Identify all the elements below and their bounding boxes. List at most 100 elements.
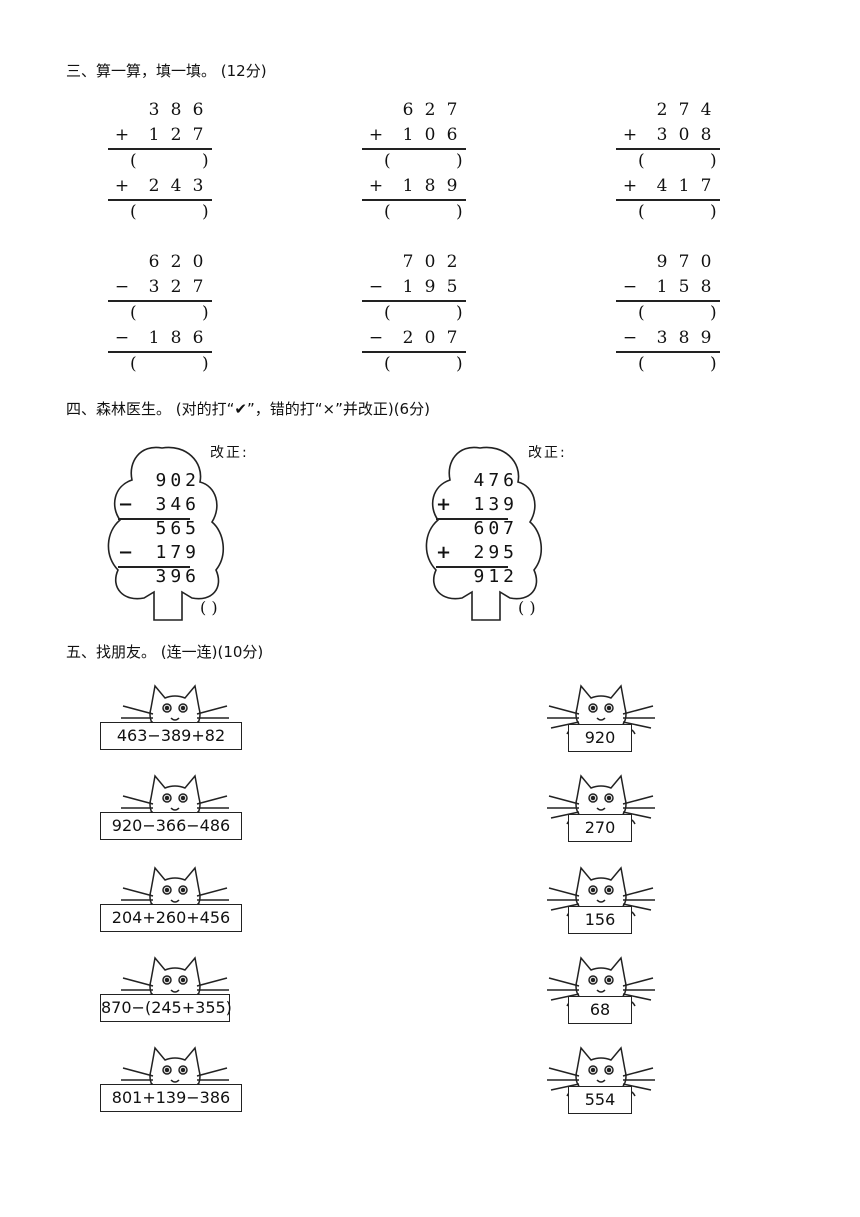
answer-box: 270 xyxy=(568,814,632,842)
operator: − xyxy=(114,277,130,297)
answer-blank-close: ) xyxy=(710,303,717,323)
left-cat-card[interactable]: 801+139−386 xyxy=(100,1042,250,1114)
digit: 4 xyxy=(700,100,712,120)
left-cat-card[interactable]: 920−366−486 xyxy=(100,770,250,842)
digit: 7 xyxy=(192,277,204,297)
digit: 1 xyxy=(148,125,160,145)
digit: 9 xyxy=(700,328,712,348)
tree-number: 346 xyxy=(155,494,200,515)
right-cat-card[interactable]: 920 xyxy=(546,680,656,752)
cat-icon xyxy=(547,1046,655,1097)
sum-line xyxy=(616,300,720,302)
answer-blank-open: ( xyxy=(638,354,645,374)
digit: 6 xyxy=(402,100,414,120)
digit: 8 xyxy=(170,100,182,120)
tree-number: 565 xyxy=(155,518,200,539)
answer-blank-open: ( xyxy=(130,354,137,374)
judge-blank[interactable]: ( ) xyxy=(518,598,536,617)
digit: 2 xyxy=(170,125,182,145)
answer-blank-open: ( xyxy=(638,303,645,323)
section5-title: 五、找朋友。 (连一连)(10分) xyxy=(66,643,264,661)
expression-box: 801+139−386 xyxy=(100,1084,242,1112)
tree-operator: − xyxy=(118,494,134,515)
expression-box: 870−(245+355) xyxy=(100,994,232,1022)
operator: + xyxy=(114,125,130,145)
answer-blank-open: ( xyxy=(384,151,391,171)
answer-blank-open: ( xyxy=(638,202,645,222)
answer-blank-close: ) xyxy=(456,202,463,222)
cat-icon xyxy=(547,956,655,1007)
digit: 5 xyxy=(446,277,458,297)
digit: 1 xyxy=(678,176,690,196)
cat-icon xyxy=(547,774,655,825)
left-cat-card[interactable]: 870−(245+355) xyxy=(100,952,250,1024)
operator: − xyxy=(368,277,384,297)
right-cat-card[interactable]: 554 xyxy=(546,1042,656,1114)
answer-blank-close: ) xyxy=(710,202,717,222)
digit: 7 xyxy=(446,328,458,348)
answer-box: 156 xyxy=(568,906,632,934)
tree-number: 476 xyxy=(473,470,518,491)
digit: 9 xyxy=(656,252,668,272)
digit: 9 xyxy=(424,277,436,297)
operator: + xyxy=(368,125,384,145)
digit: 6 xyxy=(446,125,458,145)
sum-line xyxy=(108,199,212,201)
right-cat-card[interactable]: 270 xyxy=(546,770,656,842)
answer-blank-close: ) xyxy=(202,202,209,222)
sum-line xyxy=(108,300,212,302)
answer-blank-close: ) xyxy=(202,354,209,374)
sum-line xyxy=(362,351,466,353)
right-cat-card[interactable]: 68 xyxy=(546,952,656,1024)
right-cat-card[interactable]: 156 xyxy=(546,862,656,934)
digit: 6 xyxy=(148,252,160,272)
left-cat-card[interactable]: 463−389+82 xyxy=(100,680,250,752)
expression-box: 204+260+456 xyxy=(100,904,242,932)
judge-blank[interactable]: ( ) xyxy=(200,598,218,617)
digit: 5 xyxy=(678,277,690,297)
left-cat-card[interactable]: 204+260+456 xyxy=(100,862,250,934)
digit: 2 xyxy=(446,252,458,272)
digit: 6 xyxy=(192,100,204,120)
answer-blank-open: ( xyxy=(384,354,391,374)
tree-number: 179 xyxy=(155,542,200,563)
digit: 3 xyxy=(148,100,160,120)
operator: + xyxy=(622,176,638,196)
section3-title: 三、算一算，填一填。 (12分) xyxy=(66,62,267,80)
digit: 0 xyxy=(700,252,712,272)
answer-box: 68 xyxy=(568,996,632,1024)
tree-line xyxy=(118,518,190,520)
digit: 2 xyxy=(148,176,160,196)
sum-line xyxy=(616,351,720,353)
digit: 4 xyxy=(656,176,668,196)
tree-problem: 476 + 139 607 + 295 912 ( ) 改正: xyxy=(418,440,678,640)
digit: 3 xyxy=(148,277,160,297)
digit: 7 xyxy=(192,125,204,145)
digit: 8 xyxy=(700,277,712,297)
tree-operator: − xyxy=(118,542,134,563)
answer-blank-open: ( xyxy=(130,151,137,171)
digit: 7 xyxy=(700,176,712,196)
correction-label: 改正: xyxy=(528,445,567,461)
tree-problem: 902 − 346 565 − 179 396 ( ) 改正: xyxy=(100,440,360,640)
tree-outline-icon xyxy=(107,446,224,621)
tree-number: 295 xyxy=(473,542,518,563)
digit: 1 xyxy=(402,277,414,297)
tree-operator: + xyxy=(436,542,452,563)
operator: − xyxy=(622,277,638,297)
digit: 8 xyxy=(170,328,182,348)
